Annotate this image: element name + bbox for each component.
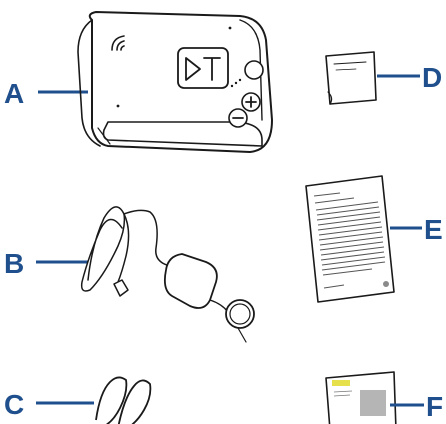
screw-dot <box>116 104 120 108</box>
sensor-lead <box>209 299 229 313</box>
sensor-tail <box>237 327 247 343</box>
card-text-line <box>333 61 367 65</box>
led-dots <box>230 78 242 88</box>
foam-pad-right <box>117 379 152 424</box>
item-b-cable: B <box>4 206 255 343</box>
leaflet-text-line <box>333 390 353 393</box>
item-e-document: E <box>305 175 443 303</box>
plus-icon <box>241 92 261 112</box>
item-d-card: D <box>325 51 442 105</box>
play-t-logo-icon <box>177 47 229 89</box>
callout-label-a: A <box>4 78 24 109</box>
item-f-leaflet: F <box>325 371 443 424</box>
cable-plug <box>113 279 129 297</box>
device-body <box>88 11 273 153</box>
round-sensor-inner <box>229 303 251 325</box>
wifi-signal-icon <box>111 35 125 51</box>
document-seal <box>383 281 389 287</box>
leaflet-gray-block <box>360 390 386 416</box>
item-a-device: A <box>4 11 273 153</box>
callout-label-e: E <box>424 214 443 245</box>
card-fold <box>327 91 333 105</box>
top-button <box>244 60 264 80</box>
document-text-lines <box>313 192 386 289</box>
cable-loop <box>80 206 126 292</box>
cable-run <box>123 209 171 267</box>
item-c-pads: C <box>4 376 152 424</box>
card-text-line <box>335 68 357 71</box>
screw-dot <box>228 26 232 30</box>
callout-label-d: D <box>422 62 442 93</box>
device-right-panel <box>239 19 263 121</box>
callout-label-f: F <box>426 391 443 422</box>
cable-run-2 <box>117 213 130 283</box>
callout-label-b: B <box>4 248 24 279</box>
callout-label-c: C <box>4 389 24 420</box>
leaflet-yellow-label <box>332 380 350 386</box>
sensor-box <box>163 253 218 309</box>
minus-icon <box>228 108 248 128</box>
device-side <box>77 19 101 147</box>
leaflet-text-line <box>333 394 351 397</box>
foam-pad-left <box>95 376 128 424</box>
card-shape <box>325 51 377 105</box>
